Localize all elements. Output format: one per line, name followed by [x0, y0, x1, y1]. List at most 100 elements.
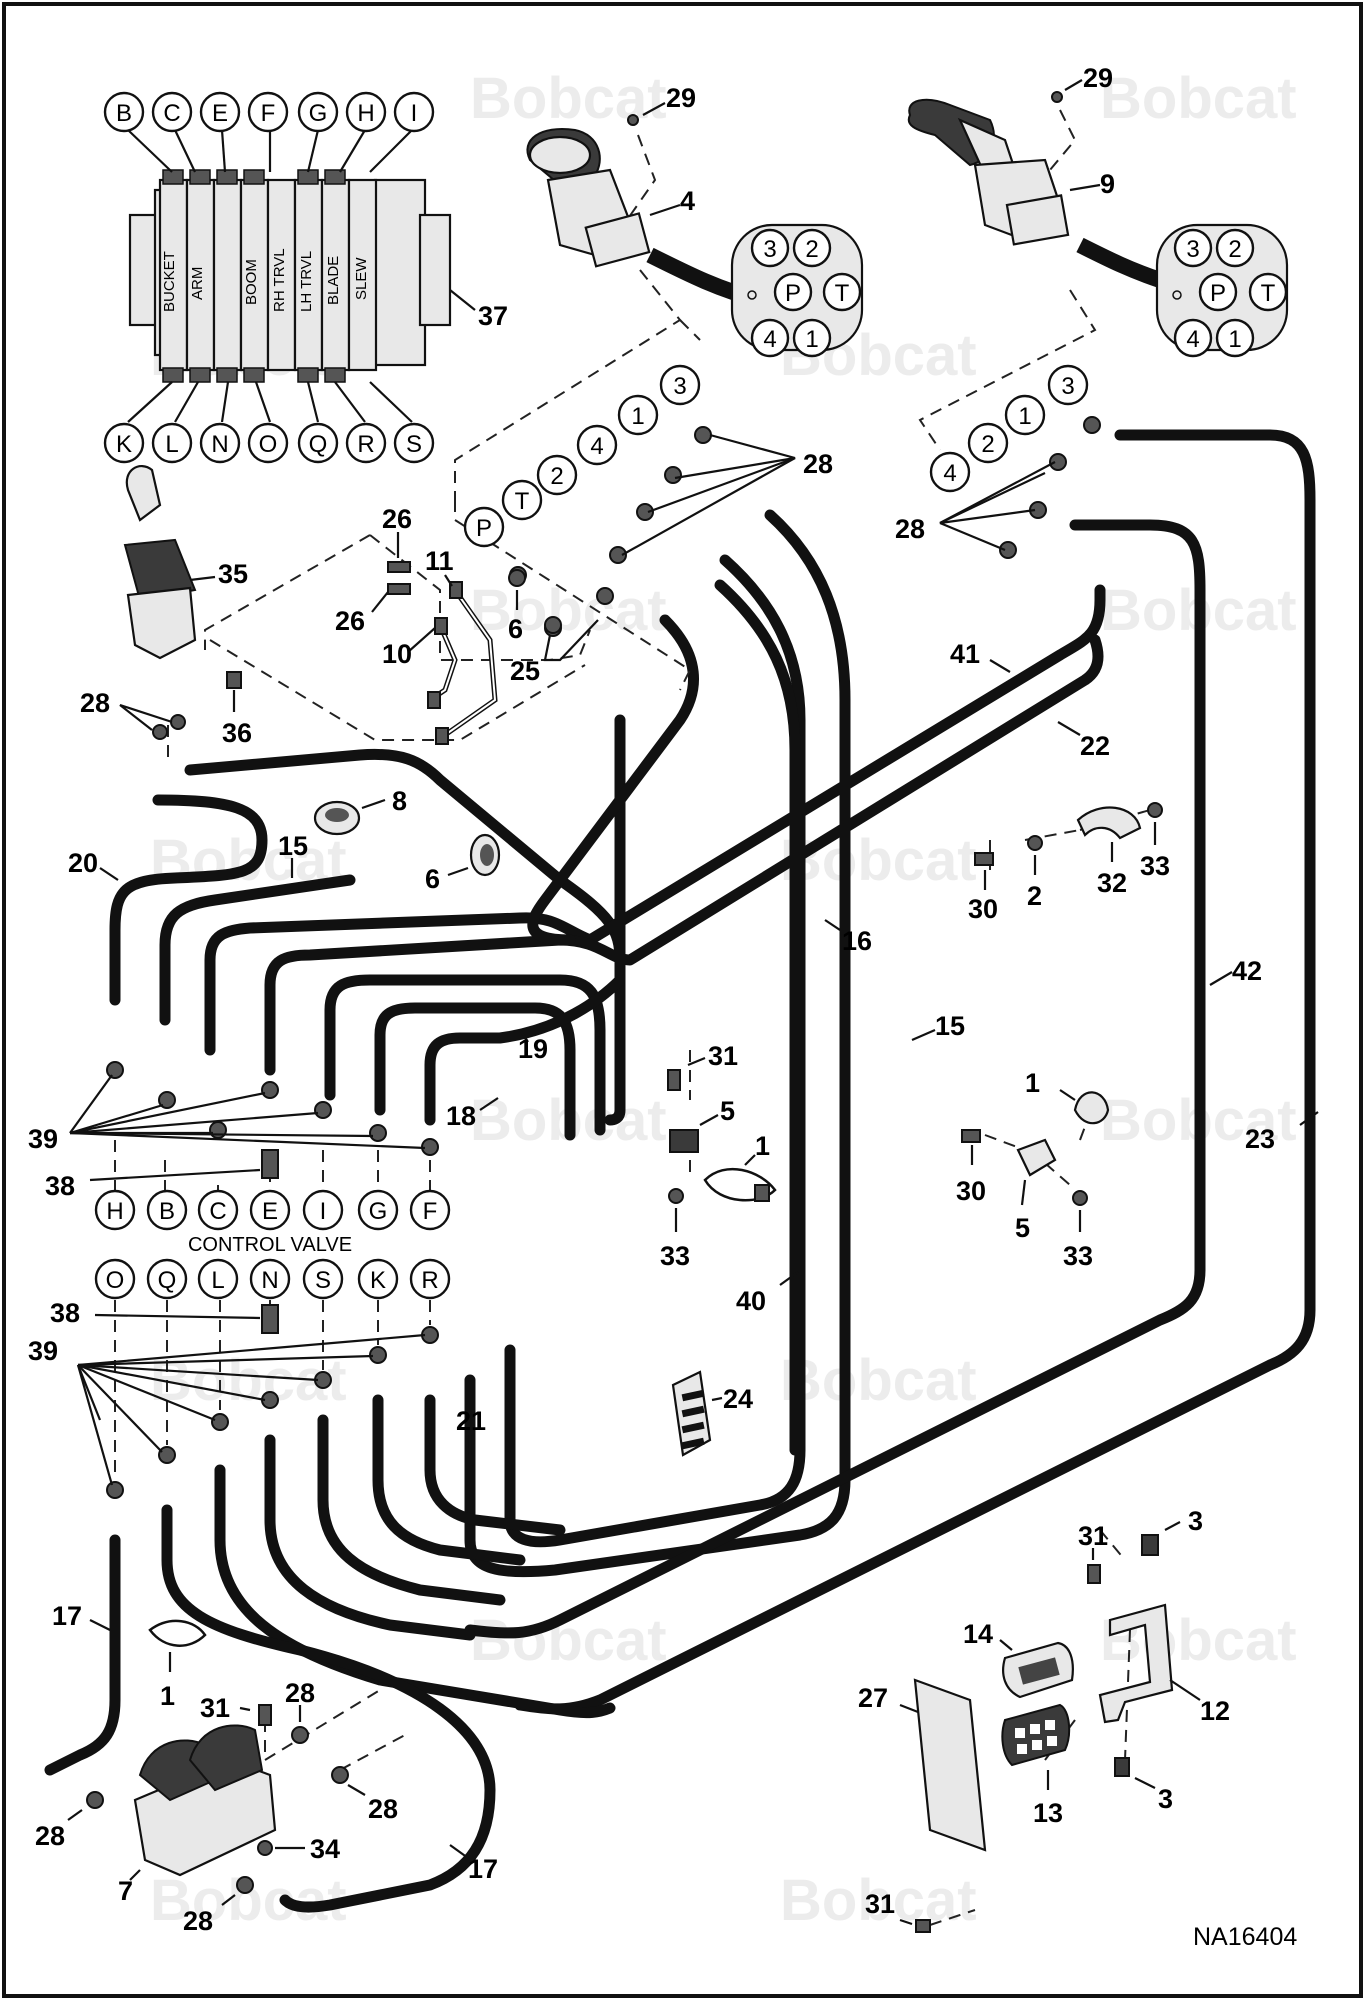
fitting: [609, 546, 627, 564]
port-circle: [94, 1189, 136, 1231]
part-number-24: 24: [723, 1384, 753, 1414]
part-number-33: 33: [1140, 851, 1170, 881]
fitting: [1083, 416, 1101, 434]
part-number-39: 39: [28, 1336, 58, 1366]
port-circle: [151, 91, 193, 133]
valve-section-label: BLADE: [325, 256, 342, 305]
fitting-38: [261, 1304, 279, 1334]
hose-bottom-k: [372, 1394, 526, 1566]
leader-25: [543, 619, 599, 662]
fitting: [999, 541, 1017, 559]
leader-31: [899, 1918, 913, 1926]
port-label: O: [106, 1267, 125, 1294]
port-circle: [967, 422, 1009, 464]
port-label: 4: [1186, 326, 1199, 353]
port-label: R: [421, 1267, 438, 1294]
hose-22: [264, 634, 1104, 1076]
port-circle: [1248, 272, 1288, 312]
part-number-14: 14: [963, 1619, 993, 1649]
cover-14-window: [1018, 1657, 1060, 1685]
port-label: B: [116, 100, 132, 127]
fitting-6: [508, 569, 526, 587]
port-label: 1: [1228, 326, 1241, 353]
clip-5: [1016, 1138, 1057, 1177]
leader-18: [479, 1097, 499, 1111]
leader-12: [1169, 1679, 1201, 1701]
part-number-21: 21: [456, 1406, 486, 1436]
part-number-28: 28: [368, 1794, 398, 1824]
watermark: Bobcat: [470, 578, 667, 643]
part-number-9: 9: [1100, 169, 1115, 199]
leader-29: [642, 102, 666, 116]
joystick-cable: [1076, 237, 1163, 288]
part-number-28: 28: [80, 688, 110, 718]
leader-19: [519, 1029, 529, 1043]
bolt-31: [1087, 1564, 1101, 1584]
hose-labels: 20 15 41 22 16 15 42 23 19 18 40 21 17 1…: [52, 639, 1319, 1884]
valve-top-port-labels: B C E F G H I: [103, 91, 435, 133]
hose-group: [44, 429, 1316, 1913]
hose-40: [504, 554, 806, 1548]
clamp-32: [1076, 806, 1142, 840]
hose-15-upper: [184, 748, 626, 1126]
hose-joystick-left-a: [527, 614, 699, 946]
leader-39: [76, 1364, 102, 1421]
hose-42: [464, 519, 1206, 1639]
part-number-41: 41: [950, 639, 980, 669]
fitting: [314, 1101, 332, 1119]
leader-38: [94, 1313, 261, 1320]
port-label: N: [211, 431, 228, 458]
port-circle: [199, 91, 241, 133]
part-number-8: 8: [392, 786, 407, 816]
leader-39: [77, 1363, 319, 1382]
nut-33: [1147, 802, 1163, 818]
part-number-31: 31: [708, 1041, 738, 1071]
watermark: Bobcat: [780, 828, 977, 893]
screw-29: [627, 114, 639, 126]
port-circle: [792, 318, 832, 358]
hose-17-left: [44, 1534, 121, 1776]
port-label: E: [212, 100, 228, 127]
clip-3: [1114, 1757, 1130, 1777]
dash-line: [619, 134, 657, 231]
leader-6: [447, 866, 469, 877]
leader-24: [711, 1396, 723, 1402]
port-label: K: [370, 1267, 386, 1294]
hose-20: [109, 794, 268, 1006]
leader-5: [1020, 1179, 1027, 1206]
leader-28: [221, 1894, 236, 1906]
part-number-35: 35: [218, 559, 248, 589]
grommet-8-hole: [325, 808, 349, 822]
fitting-26: [387, 561, 411, 573]
tie-1: [703, 1167, 777, 1202]
leader-39: [77, 1363, 266, 1402]
dash-line: [984, 1134, 1026, 1151]
clip-3: [1141, 1534, 1159, 1556]
port-label: 4: [763, 326, 776, 353]
leader-28: [674, 433, 796, 480]
port-circle: [247, 422, 289, 464]
port-circle: [409, 1189, 451, 1231]
leader-3: [1164, 1521, 1181, 1531]
part-number-16: 16: [842, 926, 872, 956]
part-number-38: 38: [45, 1171, 75, 1201]
port-label: 2: [550, 463, 563, 490]
port-label: F: [423, 1198, 438, 1225]
port-circle: [617, 394, 659, 436]
port-circle: [463, 506, 505, 548]
valve-bottom-port-labels: K L N O Q R S: [103, 422, 435, 464]
leader-28: [347, 1784, 366, 1796]
leader-27: [899, 1703, 919, 1714]
part-number-37: 37: [478, 301, 508, 331]
figure-code: NA16404: [1193, 1923, 1297, 1951]
part-number-33: 33: [1063, 1241, 1093, 1271]
hose-bottom-s: [317, 1414, 506, 1606]
fitting: [86, 1791, 104, 1809]
part-number-29: 29: [1083, 63, 1113, 93]
port-circle: [357, 1189, 399, 1231]
port-circle: [197, 1189, 239, 1231]
nut-33: [668, 1188, 684, 1204]
watermarks: Bobcat Bobcat Bobcat Bobcat Bobcat Bobca…: [150, 66, 1297, 1933]
fitting: [106, 1481, 124, 1499]
dash-line: [209, 639, 586, 741]
